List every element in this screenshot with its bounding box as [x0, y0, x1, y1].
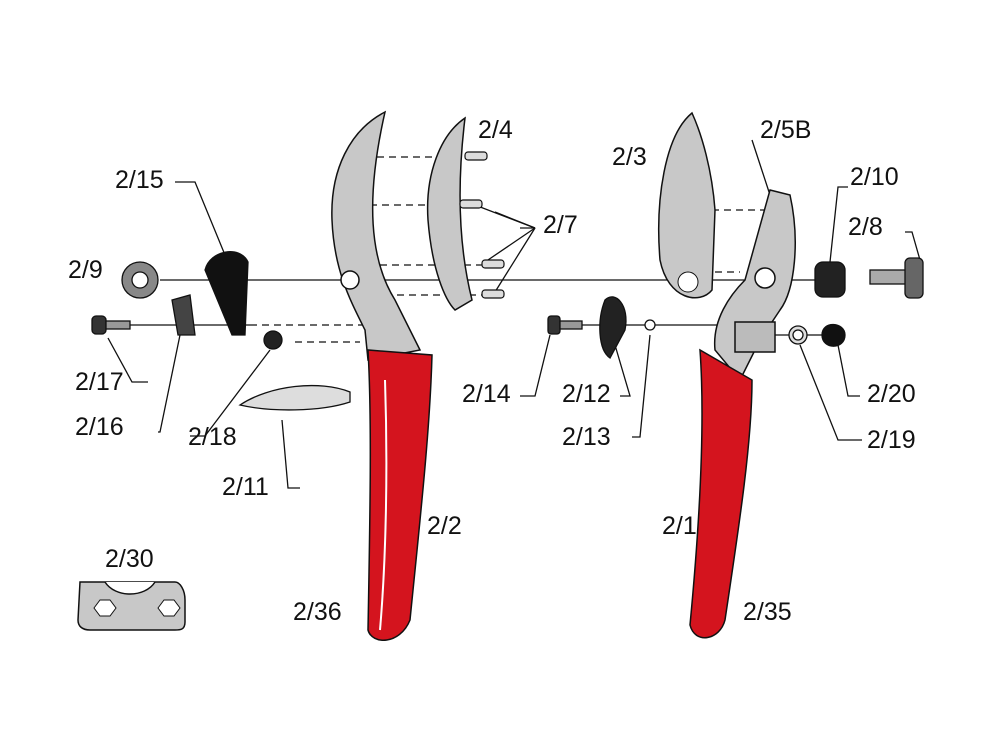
- bolt-2-8: [869, 269, 911, 285]
- lower-blade-anvil: [331, 110, 433, 641]
- label-2-20: 2/20: [867, 380, 916, 408]
- label-2-8: 2/8: [848, 213, 883, 241]
- label-2-11: 2/11: [222, 473, 269, 501]
- screws-2-7: [459, 151, 505, 299]
- label-2-9: 2/9: [68, 256, 103, 284]
- leader-lines: [107, 139, 921, 489]
- label-2-3: 2/3: [612, 143, 647, 171]
- washer-2-13: [644, 319, 656, 331]
- label-2-15: 2/15: [115, 166, 164, 194]
- label-2-2: 2/2: [427, 512, 462, 540]
- upper-handle: [689, 189, 796, 639]
- wrench-2-30: [77, 581, 186, 631]
- label-2-12: 2/12: [562, 380, 611, 408]
- handle-2-36: [367, 349, 433, 641]
- handle-2-35: [689, 348, 753, 639]
- bolt-2-14: [547, 315, 561, 335]
- spring-2-11: [238, 384, 351, 411]
- label-2-5b: 2/5B: [760, 116, 812, 144]
- cap-2-20: [821, 323, 846, 347]
- bushing-2-10: [814, 261, 846, 298]
- label-2-17: 2/17: [75, 368, 124, 396]
- label-2-4: 2/4: [478, 116, 513, 144]
- volute-2-15: [204, 251, 249, 336]
- label-2-1: 2/1: [662, 512, 697, 540]
- small-parts: [91, 251, 924, 411]
- label-2-7: 2/7: [543, 211, 578, 239]
- nut-2-18: [263, 330, 283, 350]
- label-2-13: 2/13: [562, 423, 611, 451]
- label-2-14: 2/14: [462, 380, 511, 408]
- label-2-35: 2/35: [743, 598, 792, 626]
- part-2-16: [171, 294, 196, 336]
- label-2-19: 2/19: [867, 426, 916, 454]
- label-2-36: 2/36: [293, 598, 342, 626]
- anvil-blade-2-4: [426, 116, 473, 311]
- label-2-18: 2/18: [188, 423, 237, 451]
- label-2-10: 2/10: [850, 163, 899, 191]
- label-2-16: 2/16: [75, 413, 124, 441]
- cutting-blade-2-3: [658, 111, 716, 299]
- label-2-30: 2/30: [105, 545, 154, 573]
- part-2-12: [599, 296, 627, 359]
- assembly-lines: [250, 156, 770, 343]
- bolt-2-17: [91, 315, 107, 335]
